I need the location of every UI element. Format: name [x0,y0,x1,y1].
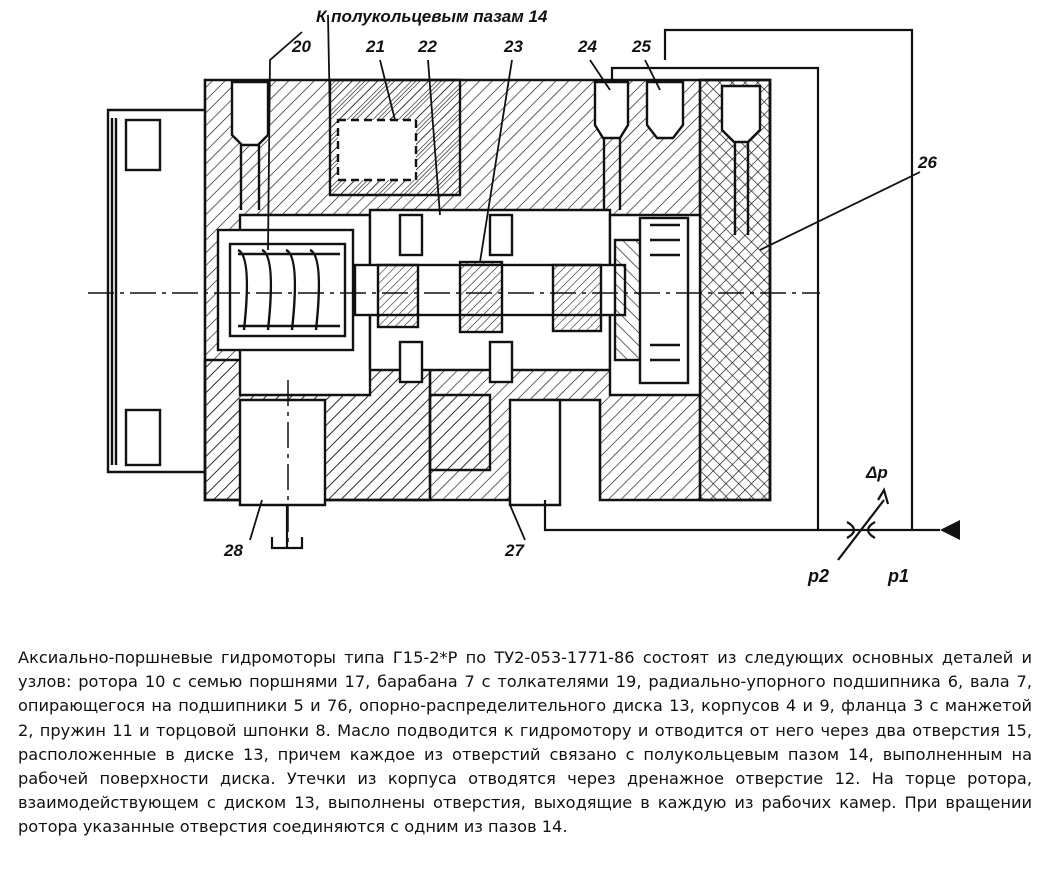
leader-lines [249,14,921,541]
part-label-28: 28 [223,541,243,560]
part-label-26: 26 [917,153,937,172]
part-label-23: 23 [503,37,523,56]
hydraulic-lines [543,28,940,561]
top-ports [230,80,762,235]
pressure-inlet-arrow [940,520,960,540]
part-label-21: 21 [365,37,385,56]
part-label-27: 27 [504,541,525,560]
pressure-label-delta-p: Δp [865,463,888,482]
drain-symbol [270,505,304,550]
part-label-22: 22 [417,37,437,56]
part-label-20: 20 [291,37,311,56]
description-paragraph: Аксиально-поршневые гидромоторы типа Г15… [18,648,1032,837]
pistons [353,213,690,385]
spring [216,228,355,352]
technical-drawing: К полукольцевым пазам 14 20 21 22 23 24 … [88,7,960,586]
part-label-25: 25 [631,37,651,56]
header-label: К полукольцевым пазам 14 [316,7,548,26]
pressure-label-p2: p2 [807,566,829,586]
pressure-label-p1: p1 [887,566,909,586]
left-flange [106,108,205,474]
part-label-24: 24 [577,37,597,56]
